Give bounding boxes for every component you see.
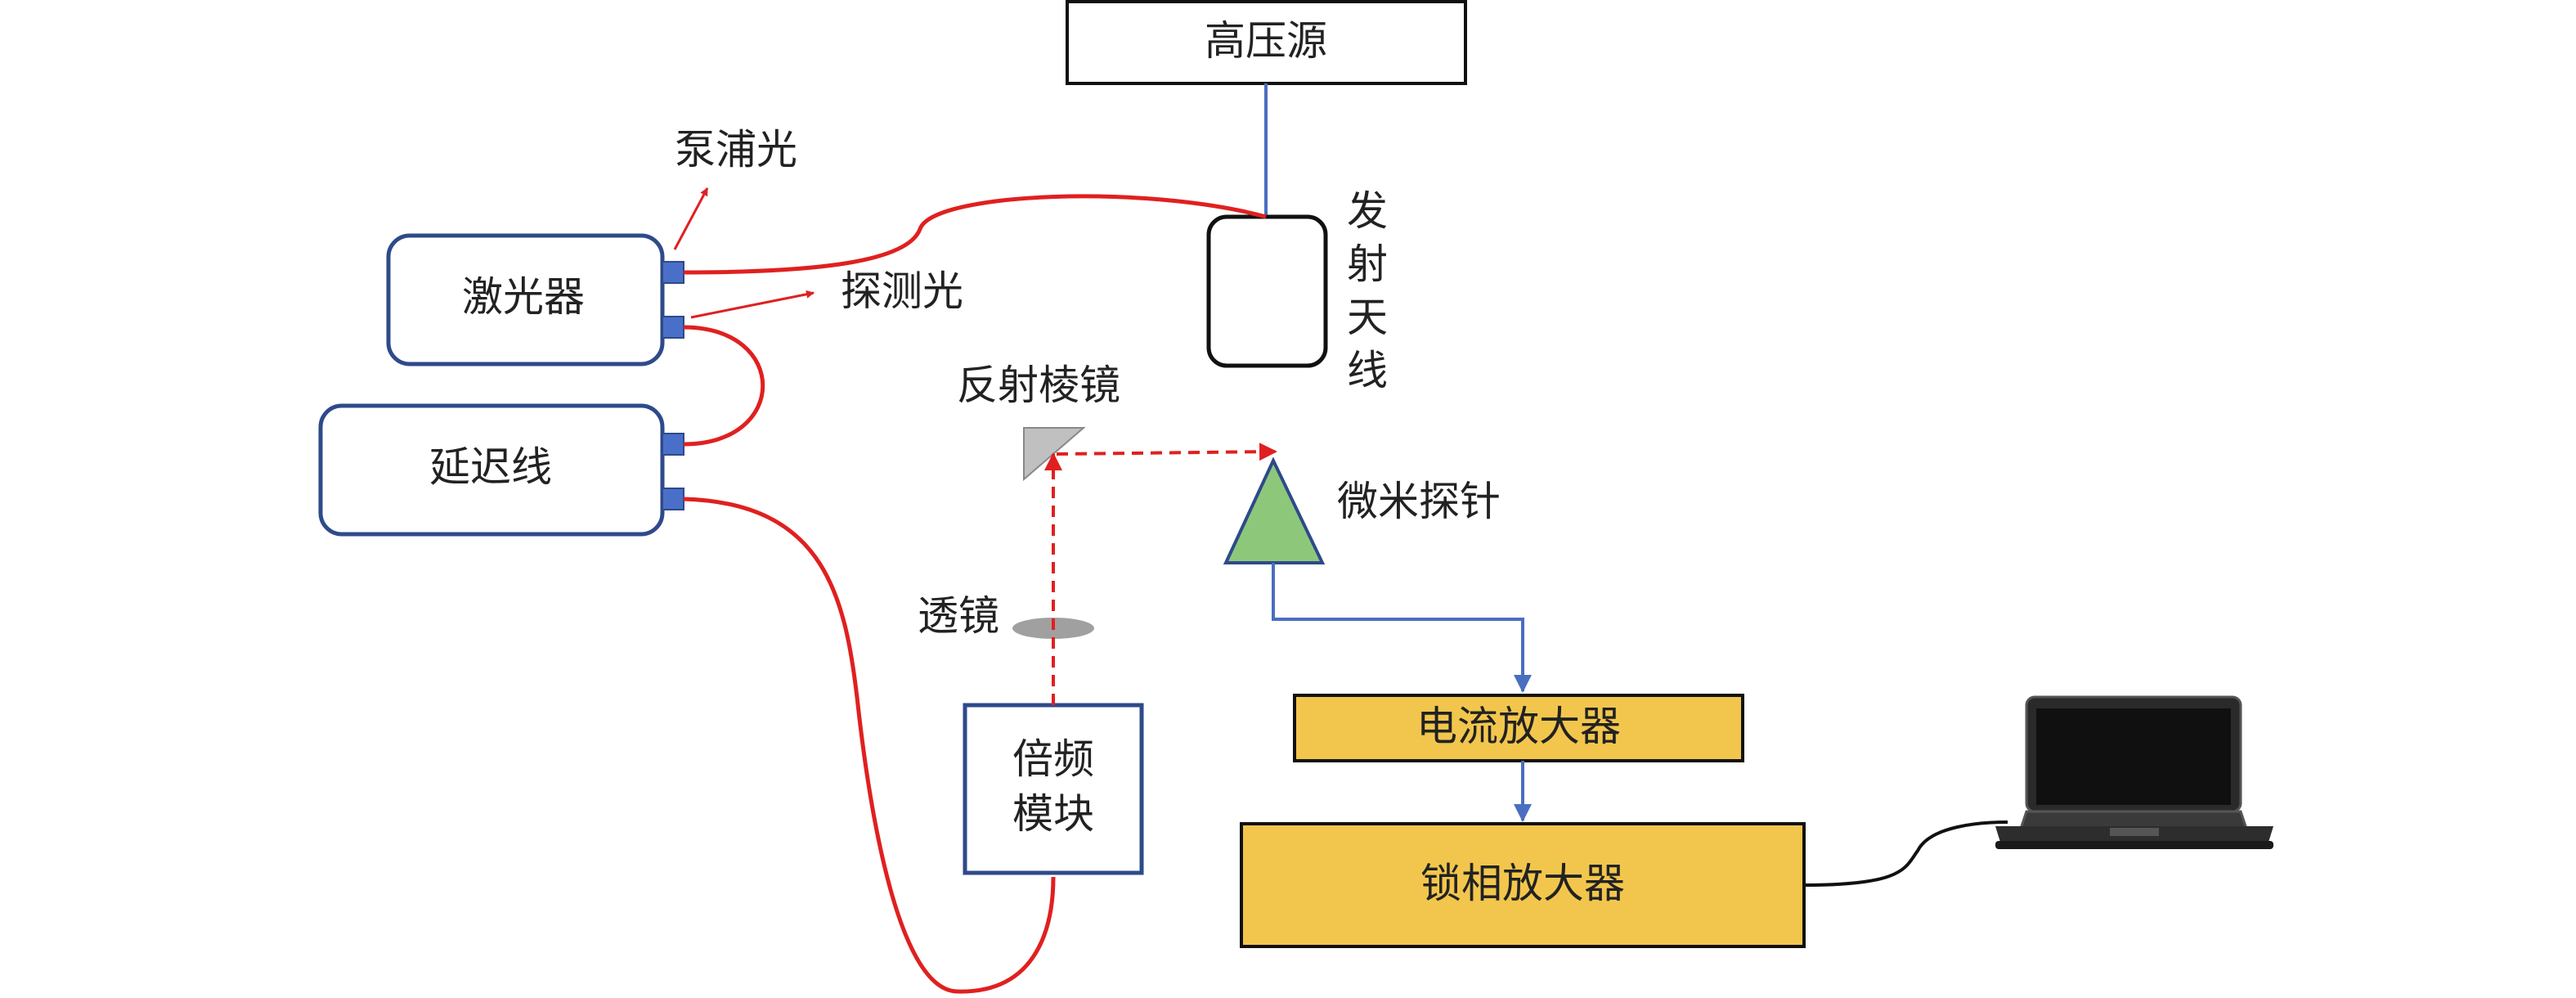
lens-label: 透镜 <box>918 592 999 640</box>
wire-probe-to-current-amp <box>1272 563 1532 693</box>
fiber-laser-to-delay <box>683 325 765 447</box>
delay-line-label: 延迟线 <box>429 443 552 491</box>
high-voltage-label: 高压源 <box>1205 17 1327 65</box>
antenna-label-char-1: 发 <box>1347 187 1388 235</box>
pump-light-arrow <box>673 187 709 250</box>
lockin-amplifier: 锁相放大器 <box>1240 822 1806 948</box>
probe-tip-icon <box>1223 456 1326 564</box>
laptop-icon <box>1995 695 2273 849</box>
pump-light-label: 泵浦光 <box>675 126 797 173</box>
antenna-label-char-4: 线 <box>1347 347 1388 394</box>
antenna-label-char-2: 射 <box>1347 241 1388 288</box>
freq-module-label-line-2: 模块 <box>1012 790 1094 838</box>
micro-probe-label: 微米探针 <box>1337 478 1501 525</box>
current-amplifier: 电流放大器 <box>1293 694 1744 762</box>
laser-box: 激光器 <box>386 233 684 366</box>
laser-label: 激光器 <box>462 273 585 321</box>
high-voltage-source: 高压源 <box>1066 0 1467 85</box>
probe-light-arrow <box>690 290 815 319</box>
fiber-delay-to-module <box>683 497 1056 994</box>
probe-light-label: 探测光 <box>841 267 963 315</box>
delay-port-out <box>662 488 684 510</box>
prism-label: 反射棱镜 <box>957 362 1120 409</box>
lockin-amp-label: 锁相放大器 <box>1420 860 1625 907</box>
laser-port-probe <box>662 316 684 339</box>
cable-lockin-to-laptop <box>1803 820 2008 887</box>
antenna-label-char-3: 天 <box>1347 294 1388 341</box>
beam-prism-to-probe <box>1056 443 1277 461</box>
freq-module-label-line-1: 倍频 <box>1012 735 1094 783</box>
delay-port-in <box>662 433 684 456</box>
laser-port-pump <box>662 261 684 284</box>
frequency-doubling-module: 倍频 模块 <box>963 703 1144 875</box>
current-amp-label: 电流放大器 <box>1416 703 1621 750</box>
delay-line-box: 延迟线 <box>318 403 684 537</box>
emitting-antenna: 发 射 天 线 <box>1206 187 1388 394</box>
fiber-laser-to-antenna <box>683 194 1267 275</box>
